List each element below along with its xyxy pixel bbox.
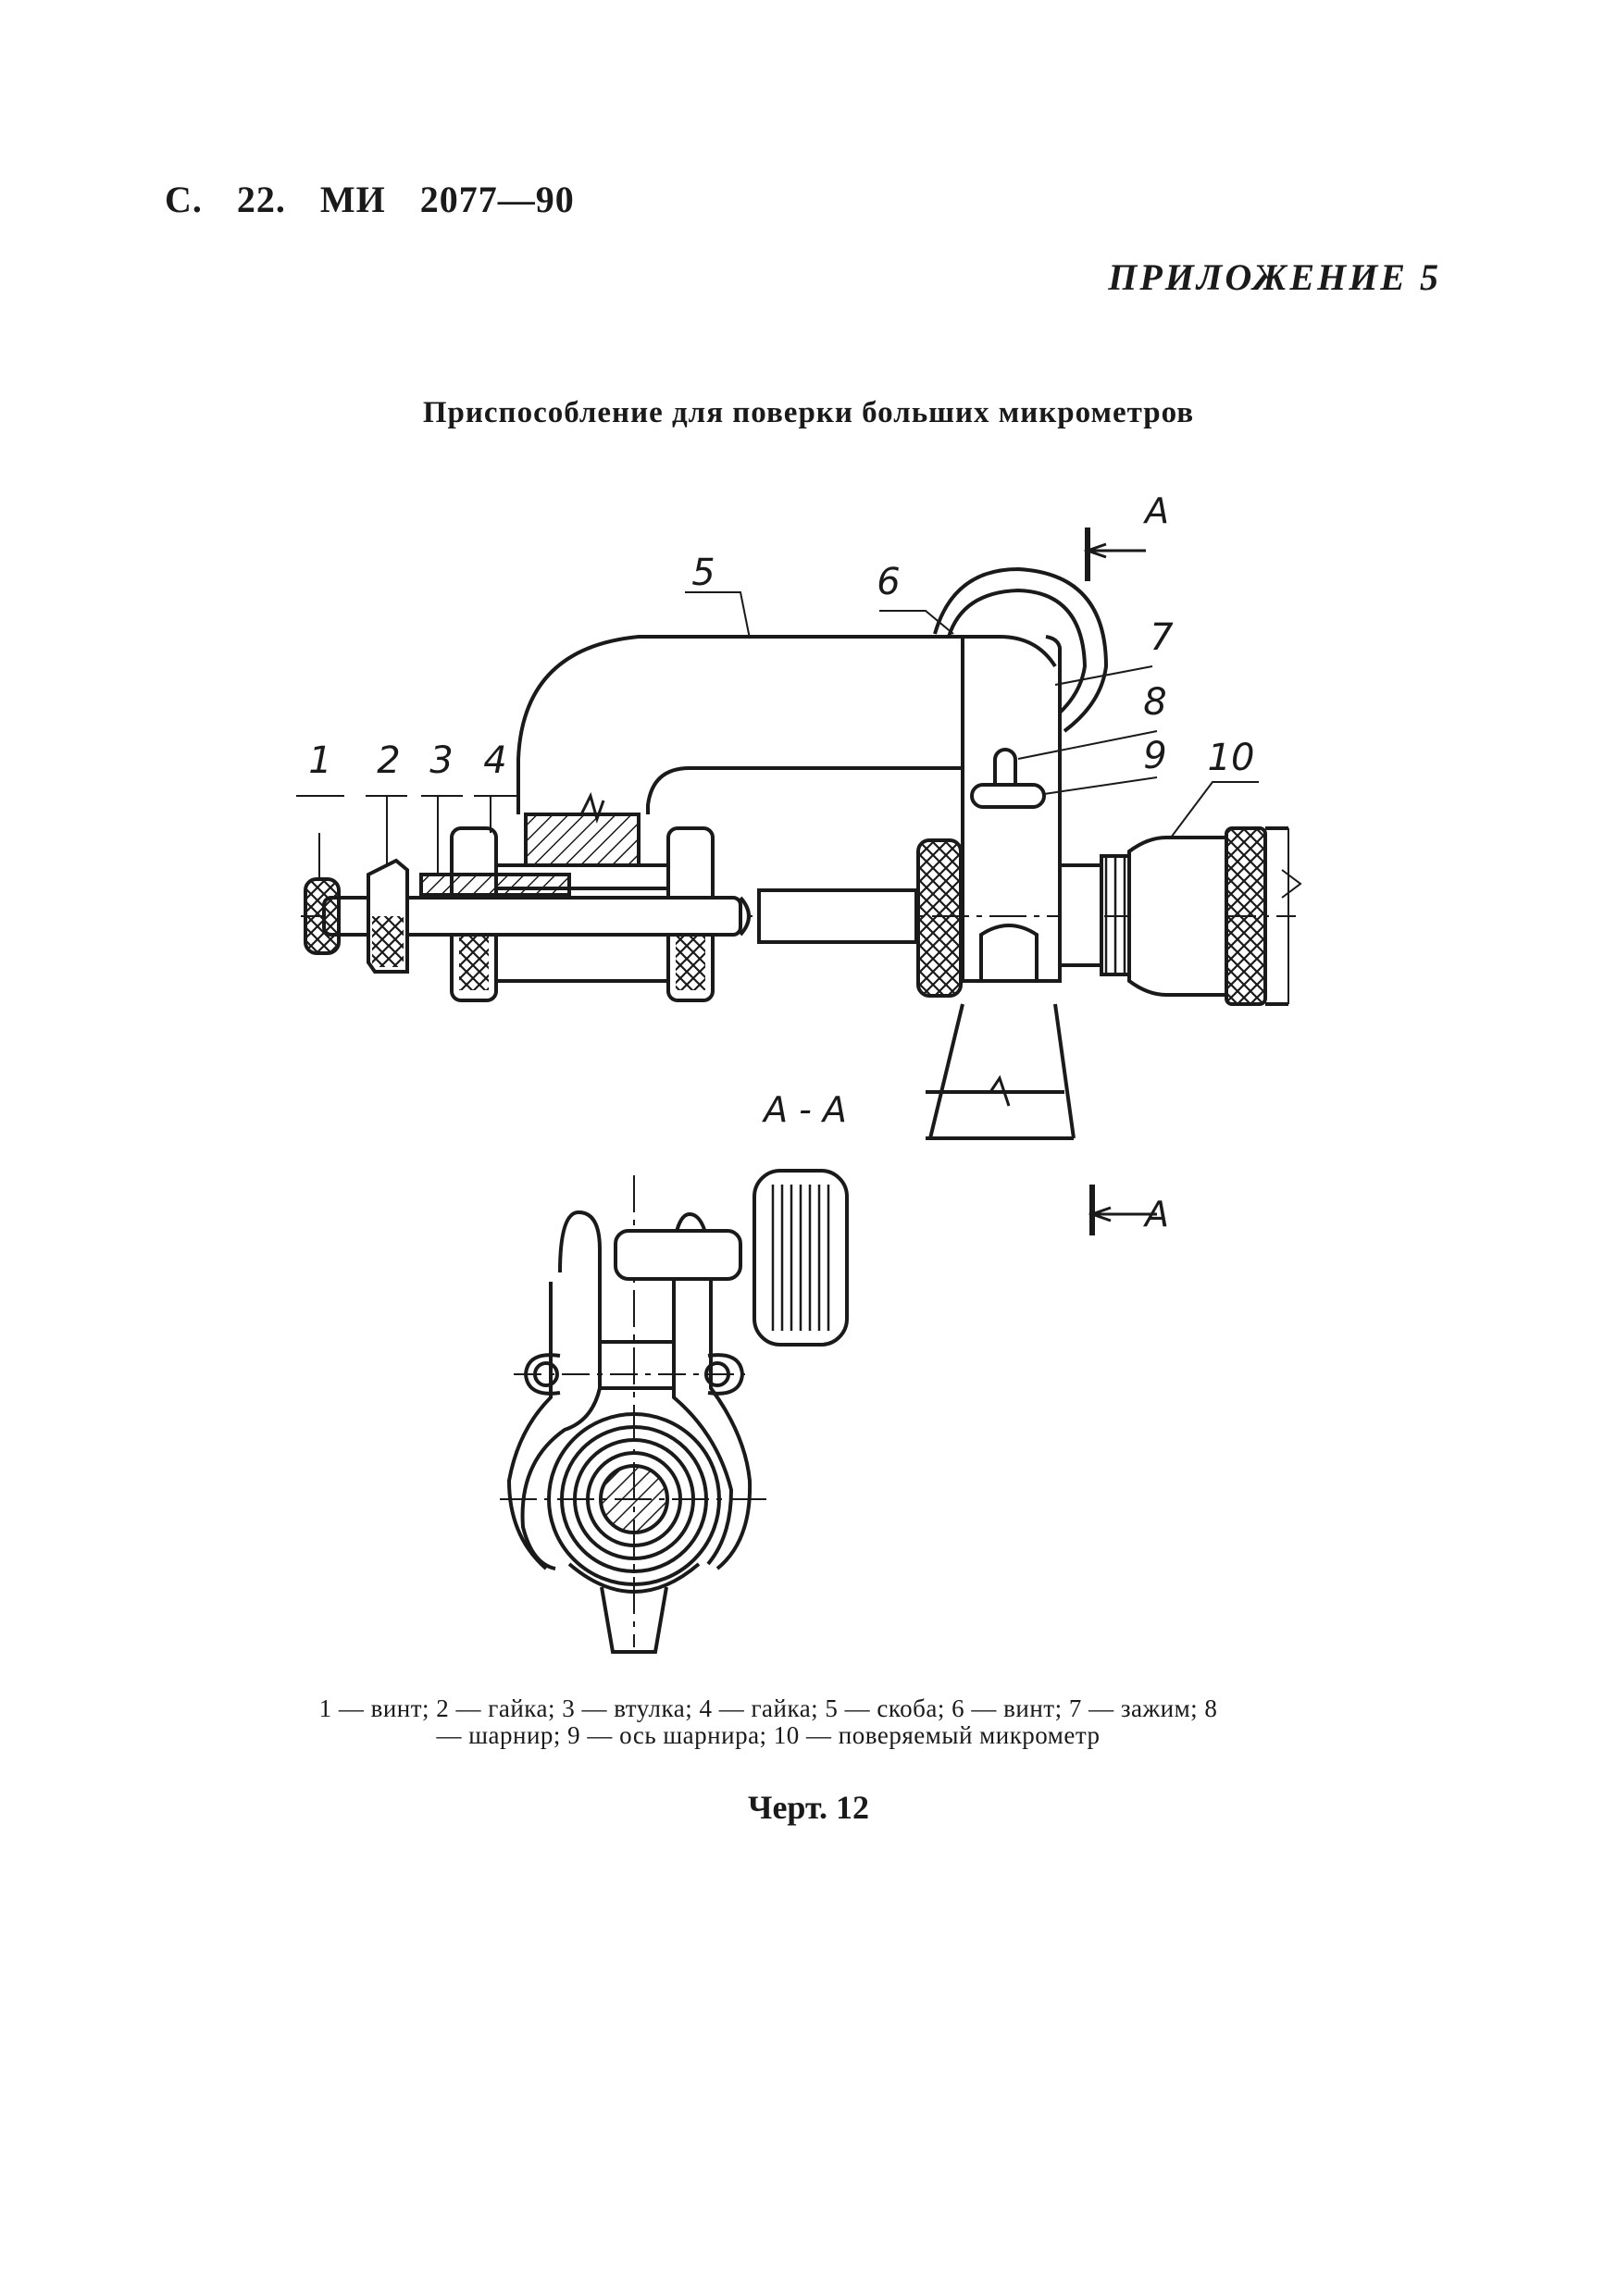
micrometer-sleeve [1100, 854, 1131, 976]
stand [926, 1003, 1076, 1140]
fork-pin [614, 1229, 742, 1281]
section-mark-bottom: А [1142, 1194, 1169, 1235]
part-label-9: 9 [1143, 735, 1166, 777]
ring-core [599, 1464, 669, 1534]
frame-boss [524, 813, 641, 867]
part-label-7: 7 [1150, 616, 1174, 659]
screw-head [304, 877, 341, 955]
figure-number: Черт. 12 [748, 1789, 869, 1826]
part-label-5: 5 [691, 552, 715, 594]
left-ear-hole [533, 1361, 559, 1387]
fork-left-arm [520, 1210, 602, 1570]
micrometer-anvil-knob [916, 838, 963, 998]
part-label-2: 2 [377, 739, 400, 782]
part-label-8: 8 [1143, 681, 1166, 724]
micrometer-ratchet [1225, 826, 1267, 1006]
stem [600, 1586, 668, 1654]
ring-outer [547, 1412, 721, 1586]
part-label-10: 10 [1208, 737, 1255, 779]
figure-caption: 1 — винт; 2 — гайка; 3 — втулка; 4 — гай… [318, 1694, 1218, 1749]
main-view [296, 527, 1302, 1235]
screw-ring [933, 566, 1109, 733]
part-label-1: 1 [308, 739, 331, 782]
appendix-label: ПРИЛОЖЕНИЕ 5 [1108, 256, 1441, 298]
right-ear-hole [704, 1361, 730, 1387]
part-label-4: 4 [483, 739, 506, 782]
technical-drawing: 1 2 3 4 5 6 7 8 9 10 А А А - А [296, 490, 1302, 1654]
section-view [500, 1169, 849, 1654]
part-label-3: 3 [429, 739, 453, 782]
section-mark-top: А [1142, 490, 1169, 531]
section-view-label: А - А [761, 1089, 847, 1130]
hinge-axis [970, 783, 1046, 809]
frame-bracket [516, 635, 1057, 814]
micrometer-thimble [1127, 836, 1228, 997]
part-label-6: 6 [877, 561, 900, 603]
page-header: С. 22. МИ 2077—90 [165, 179, 575, 220]
document-title: Приспособление для поверки больших микро… [422, 396, 1195, 429]
